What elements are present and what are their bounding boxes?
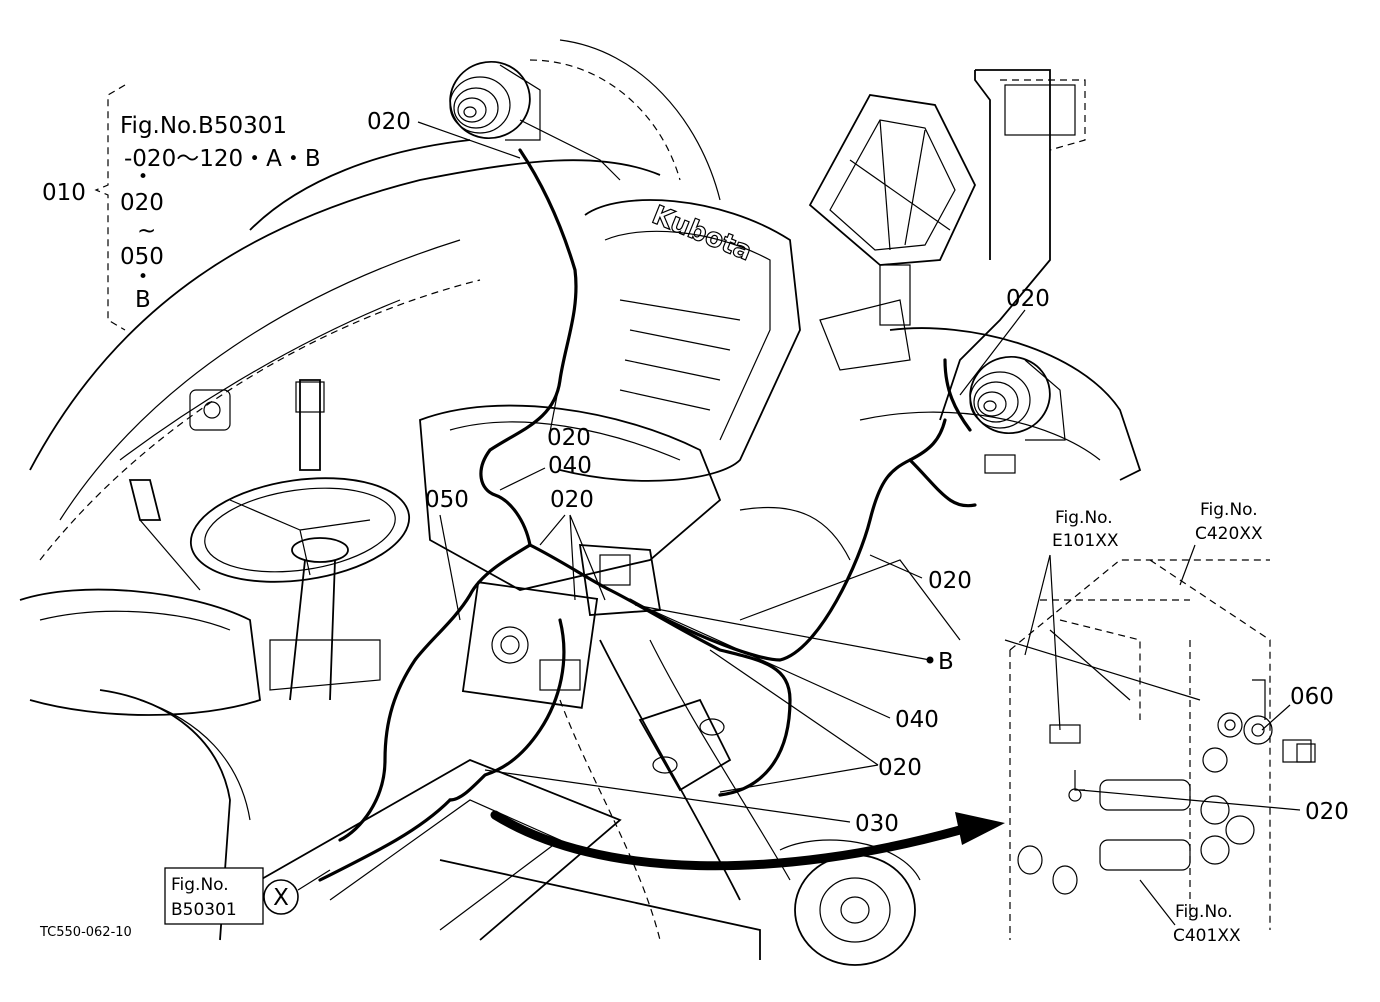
inset-detail — [1009, 559, 1316, 940]
drawing-id: TC550-062-10 — [39, 925, 132, 940]
work-lamp-left — [449, 60, 621, 181]
assembly-bracket: 010 Fig.No.B50301 -020～120・A・B • 020 ~ 0… — [42, 84, 321, 331]
connector-marker-label: X — [273, 885, 289, 911]
callout-020-low: 020 — [878, 755, 922, 781]
callout-020-mid: 020 — [550, 487, 594, 513]
fig-ref-e101-line2: E101XX — [1052, 531, 1119, 551]
bracket-line-3: • — [138, 167, 148, 187]
fig-ref-c401-line2: C401XX — [1173, 926, 1241, 946]
bracket-line-6: 050 — [120, 244, 164, 270]
bracket-line-7: • — [138, 267, 148, 287]
callout-030: 030 — [855, 811, 899, 837]
bracket-line-2: -020～120・A・B — [124, 146, 321, 172]
callout-020-inset: 020 — [1305, 799, 1349, 825]
tractor-body-outline — [19, 39, 1142, 966]
fig-ref-b50301-line2: B50301 — [171, 900, 237, 920]
bracket-line-5: ~ — [137, 218, 156, 244]
callout-020-top: 020 — [367, 109, 411, 135]
callout-040-low: 040 — [895, 707, 939, 733]
main-part-number: 010 — [42, 180, 86, 206]
point-b-dot — [926, 656, 934, 664]
callout-060: 060 — [1290, 684, 1334, 710]
fig-ref-c420-line1: Fig.No. — [1200, 500, 1258, 520]
callout-020-frame: 020 — [928, 568, 972, 594]
callout-labels: 020 020 020 040 020 050 020 B 040 020 03… — [367, 109, 1349, 837]
connector-marker: X — [263, 869, 331, 915]
fig-ref-c420-line2: C420XX — [1195, 524, 1263, 544]
leader-lines — [417, 121, 1301, 926]
bracket-line-8: B — [135, 287, 151, 313]
figure-references: Fig.No. E101XX Fig.No. C420XX Fig.No. C4… — [164, 500, 1263, 946]
callout-020-seat: 020 — [547, 425, 591, 451]
work-lamp-right — [969, 355, 1066, 474]
callout-040-seat: 040 — [548, 453, 592, 479]
fig-ref-e101-line1: Fig.No. — [1055, 508, 1113, 528]
bracket-line-1: Fig.No.B50301 — [120, 113, 287, 139]
bracket-line-4: 020 — [120, 190, 164, 216]
callout-050: 050 — [425, 487, 469, 513]
callout-b: B — [938, 649, 954, 675]
callout-020-right: 020 — [1006, 286, 1050, 312]
fig-ref-b50301-line1: Fig.No. — [171, 875, 229, 895]
wiring-harness — [318, 148, 1201, 882]
seat-brand-mark: Kubota — [648, 200, 756, 267]
reference-arrow — [490, 810, 1005, 871]
fig-ref-b50301-box — [164, 867, 264, 925]
fig-ref-c401-line1: Fig.No. — [1175, 902, 1233, 922]
